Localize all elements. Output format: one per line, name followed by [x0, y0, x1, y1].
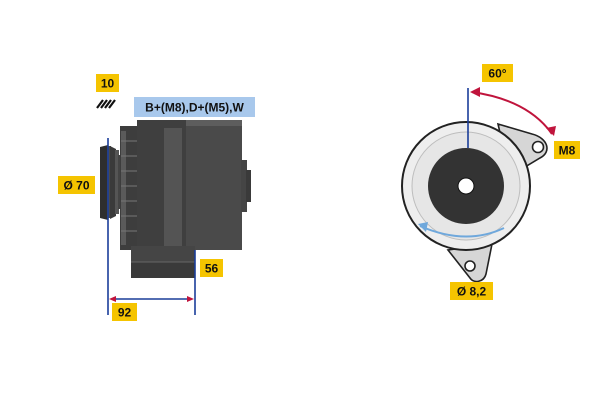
- angle-arrow-start: [470, 87, 480, 97]
- mounting-hole-top: [531, 140, 545, 154]
- rotation-arrow: [419, 225, 505, 238]
- belt-pulley-icon: [96, 99, 116, 109]
- thread-box: [554, 141, 580, 159]
- mounting-hole-bottom: [464, 260, 476, 272]
- side-view: 10 B+(M8),D+(M5),W: [58, 74, 255, 321]
- terminal-box: [134, 97, 255, 117]
- mounting-foot: [131, 246, 195, 278]
- pulley-diameter-box: [58, 176, 95, 194]
- hole-diameter-label: Ø 8,2: [457, 285, 487, 299]
- dimension-arrow-left: [109, 296, 116, 302]
- hole-diameter-box: [450, 282, 493, 300]
- angle-arc: [471, 91, 553, 135]
- angle-box: [482, 64, 513, 82]
- overall-length-label: 92: [118, 306, 132, 320]
- mount-length-box: [200, 259, 223, 277]
- pulley-diameter-label: Ø 70: [63, 179, 89, 193]
- mount-length-label: 56: [205, 262, 219, 276]
- groove-count-box: [96, 74, 119, 92]
- front-view: 60° M8 Ø 8,2: [401, 64, 580, 300]
- overall-length-box: [112, 303, 137, 321]
- angle-label: 60°: [488, 67, 506, 81]
- thread-label: M8: [559, 144, 576, 158]
- fan: [120, 126, 138, 250]
- groove-count-label: 10: [101, 77, 115, 91]
- alternator-body: [137, 120, 251, 252]
- dimension-arrow-right: [187, 296, 194, 302]
- angle-arrow-end: [546, 126, 556, 136]
- shaft: [457, 177, 475, 195]
- rotation-arrow-head: [418, 222, 428, 232]
- terminal-label: B+(M8),D+(M5),W: [145, 101, 244, 115]
- pulley: [100, 145, 121, 220]
